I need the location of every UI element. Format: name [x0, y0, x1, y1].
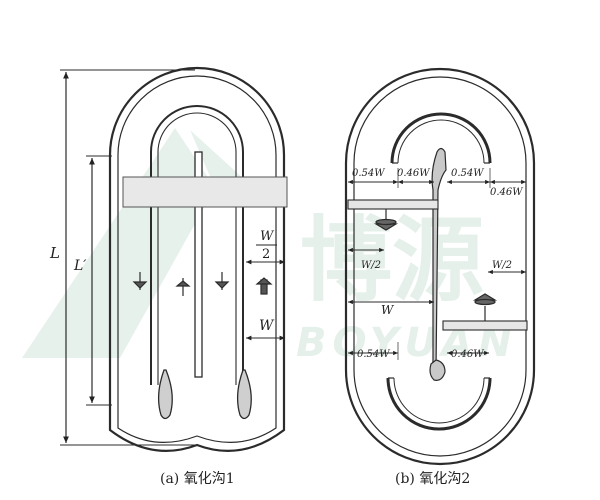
caption-a: (a) 氧化沟1 — [160, 471, 235, 487]
dim-W2-denominator: 2 — [262, 247, 270, 262]
mid-w-label: W — [381, 303, 395, 317]
bottom-label-2: 0.46W — [451, 349, 484, 360]
ditch-b-outer-wall — [344, 67, 536, 466]
teardrop-left — [157, 369, 173, 420]
diagram-b: 0.54W 0.46W 0.54W 0.46W W/2 W/2 W 0.54W … — [344, 67, 536, 487]
diagram-a: L L′ W 2 W (a) 氧化沟1 — [49, 66, 288, 487]
dim-Lprime-label: L′ — [73, 258, 87, 274]
right-baffle — [442, 320, 528, 331]
dim-W2-numerator: W — [260, 229, 275, 244]
aerator-icon — [132, 272, 148, 290]
ditch-a-outer-wall-inner-line — [117, 75, 277, 443]
aerator-icon — [214, 272, 230, 290]
aerator-icon — [175, 278, 191, 296]
aerator-icon — [472, 293, 498, 321]
bottom-inner-arc — [386, 377, 492, 431]
bottom-label-1: 0.54W — [357, 349, 390, 360]
right-w2-label: W/2 — [492, 260, 512, 271]
dim-W-label: W — [259, 318, 275, 334]
top-label-1: 0.54W — [352, 168, 385, 179]
aerator-icon — [373, 209, 399, 231]
top-label-3: 0.54W — [451, 168, 484, 179]
left-w2-label: W/2 — [361, 260, 381, 271]
aerators-a — [132, 272, 273, 296]
aerator-icon — [255, 277, 273, 295]
aerators-b — [373, 209, 498, 321]
aeration-band — [122, 176, 288, 208]
teardrop-right — [236, 369, 252, 420]
ditch-a-middle-wall — [150, 105, 244, 385]
left-baffle — [347, 199, 439, 210]
top-label-2: 0.46W — [397, 168, 430, 179]
top-label-4: 0.46W — [490, 187, 523, 198]
center-divider — [194, 151, 203, 378]
top-inner-arc — [390, 112, 492, 164]
caption-b: (b) 氧化沟2 — [395, 471, 470, 487]
ditch-a-outer-wall — [108, 66, 286, 452]
dim-L-label: L — [49, 244, 60, 262]
